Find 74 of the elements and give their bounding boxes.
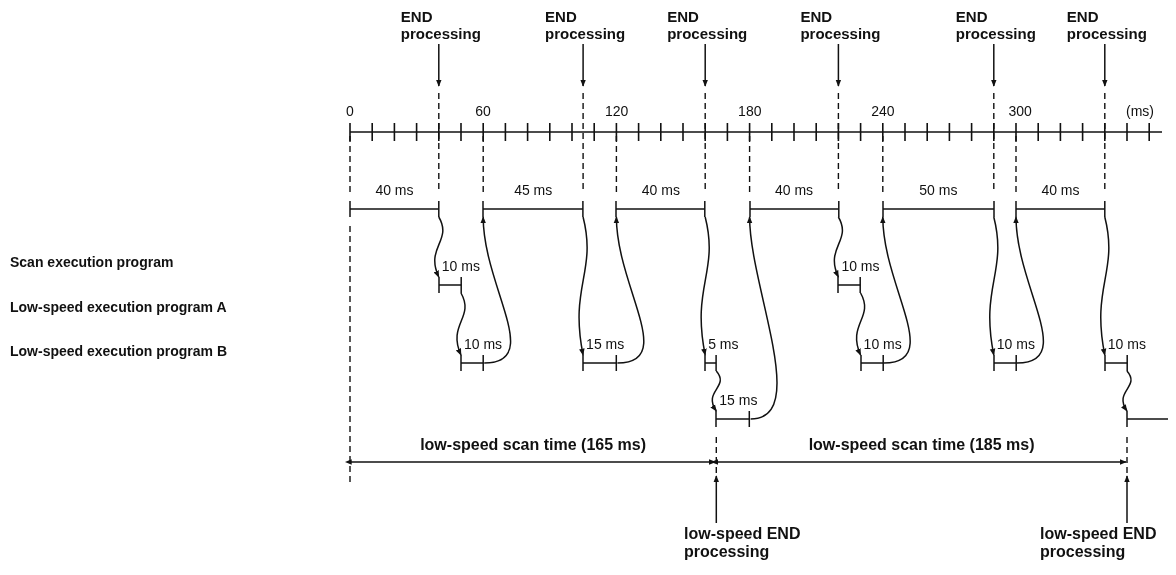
time-segment — [1103, 355, 1128, 371]
duration-label: 10 ms — [841, 258, 880, 275]
arrow — [1121, 370, 1132, 412]
arrow — [855, 292, 866, 356]
arrow — [835, 43, 842, 87]
event-label: END processing — [667, 9, 748, 42]
arrow — [1124, 475, 1130, 524]
dimension-label: low-speed scan time (185 ms) — [808, 436, 1035, 455]
time-segment — [748, 201, 840, 217]
event-label: END processing — [1066, 9, 1147, 42]
arrow — [436, 43, 442, 87]
duration-label: 15 ms — [586, 336, 625, 353]
tick-label: 300 — [1008, 103, 1032, 120]
time-segment — [881, 201, 995, 217]
tick-label: 120 — [604, 103, 629, 120]
row-label: Scan execution program — [10, 254, 174, 271]
duration-label: 40 ms — [1041, 182, 1080, 199]
arrow — [991, 43, 997, 87]
time-segment — [615, 201, 707, 217]
time-segment — [349, 201, 440, 217]
duration-label: 40 ms — [375, 182, 414, 199]
arrow — [710, 370, 721, 412]
arrow — [880, 216, 911, 364]
tick-label: 240 — [871, 103, 895, 120]
duration-label: 15 ms — [719, 392, 758, 409]
arrow — [747, 216, 778, 420]
arrow — [713, 475, 720, 524]
arrow — [1100, 216, 1110, 356]
event-label: END processing — [545, 9, 626, 42]
time-segment — [437, 277, 462, 293]
event-label: END processing — [955, 9, 1036, 42]
arrow — [433, 216, 444, 278]
tick-label: 180 — [738, 103, 762, 120]
arrow — [456, 292, 466, 356]
duration-label: 10 ms — [1107, 336, 1146, 353]
time-segment — [482, 201, 585, 217]
arrow — [989, 216, 999, 356]
event-label: low-speed END processing — [1040, 525, 1172, 561]
arrow — [702, 43, 708, 87]
event-label: END processing — [800, 9, 881, 42]
event-label: low-speed END processing — [684, 525, 816, 561]
time-segment — [582, 355, 618, 371]
arrow — [1102, 43, 1108, 87]
duration-label: 40 ms — [641, 182, 680, 199]
arrow — [480, 216, 512, 364]
duration-label: 40 ms — [775, 182, 814, 199]
time-segment — [704, 355, 718, 371]
arrow — [614, 216, 645, 364]
time-segment — [859, 355, 884, 371]
arrow — [580, 43, 586, 87]
time-segment — [1126, 411, 1169, 427]
tick-label: 60 — [475, 103, 491, 120]
duration-label: 10 ms — [464, 336, 503, 353]
duration-label: 10 ms — [996, 336, 1035, 353]
time-segment — [1015, 201, 1106, 217]
arrow — [700, 216, 710, 356]
tick-label: (ms) — [1126, 103, 1154, 120]
time-segment — [837, 277, 862, 293]
event-label: END processing — [400, 9, 481, 42]
dimension-label: low-speed scan time (165 ms) — [420, 436, 646, 455]
duration-label: 45 ms — [514, 182, 553, 199]
arrow — [1013, 216, 1045, 364]
arrow — [578, 216, 588, 356]
tick-label: 0 — [346, 103, 354, 120]
duration-label: 10 ms — [863, 336, 902, 353]
time-segment — [460, 355, 485, 371]
arrow — [833, 216, 844, 278]
duration-label: 5 ms — [708, 336, 739, 353]
row-label: Low-speed execution program A — [10, 299, 227, 316]
time-segment — [715, 411, 751, 427]
row-label: Low-speed execution program B — [10, 343, 228, 360]
time-segment — [992, 355, 1017, 371]
duration-label: 10 ms — [441, 258, 480, 275]
duration-label: 50 ms — [919, 182, 958, 199]
